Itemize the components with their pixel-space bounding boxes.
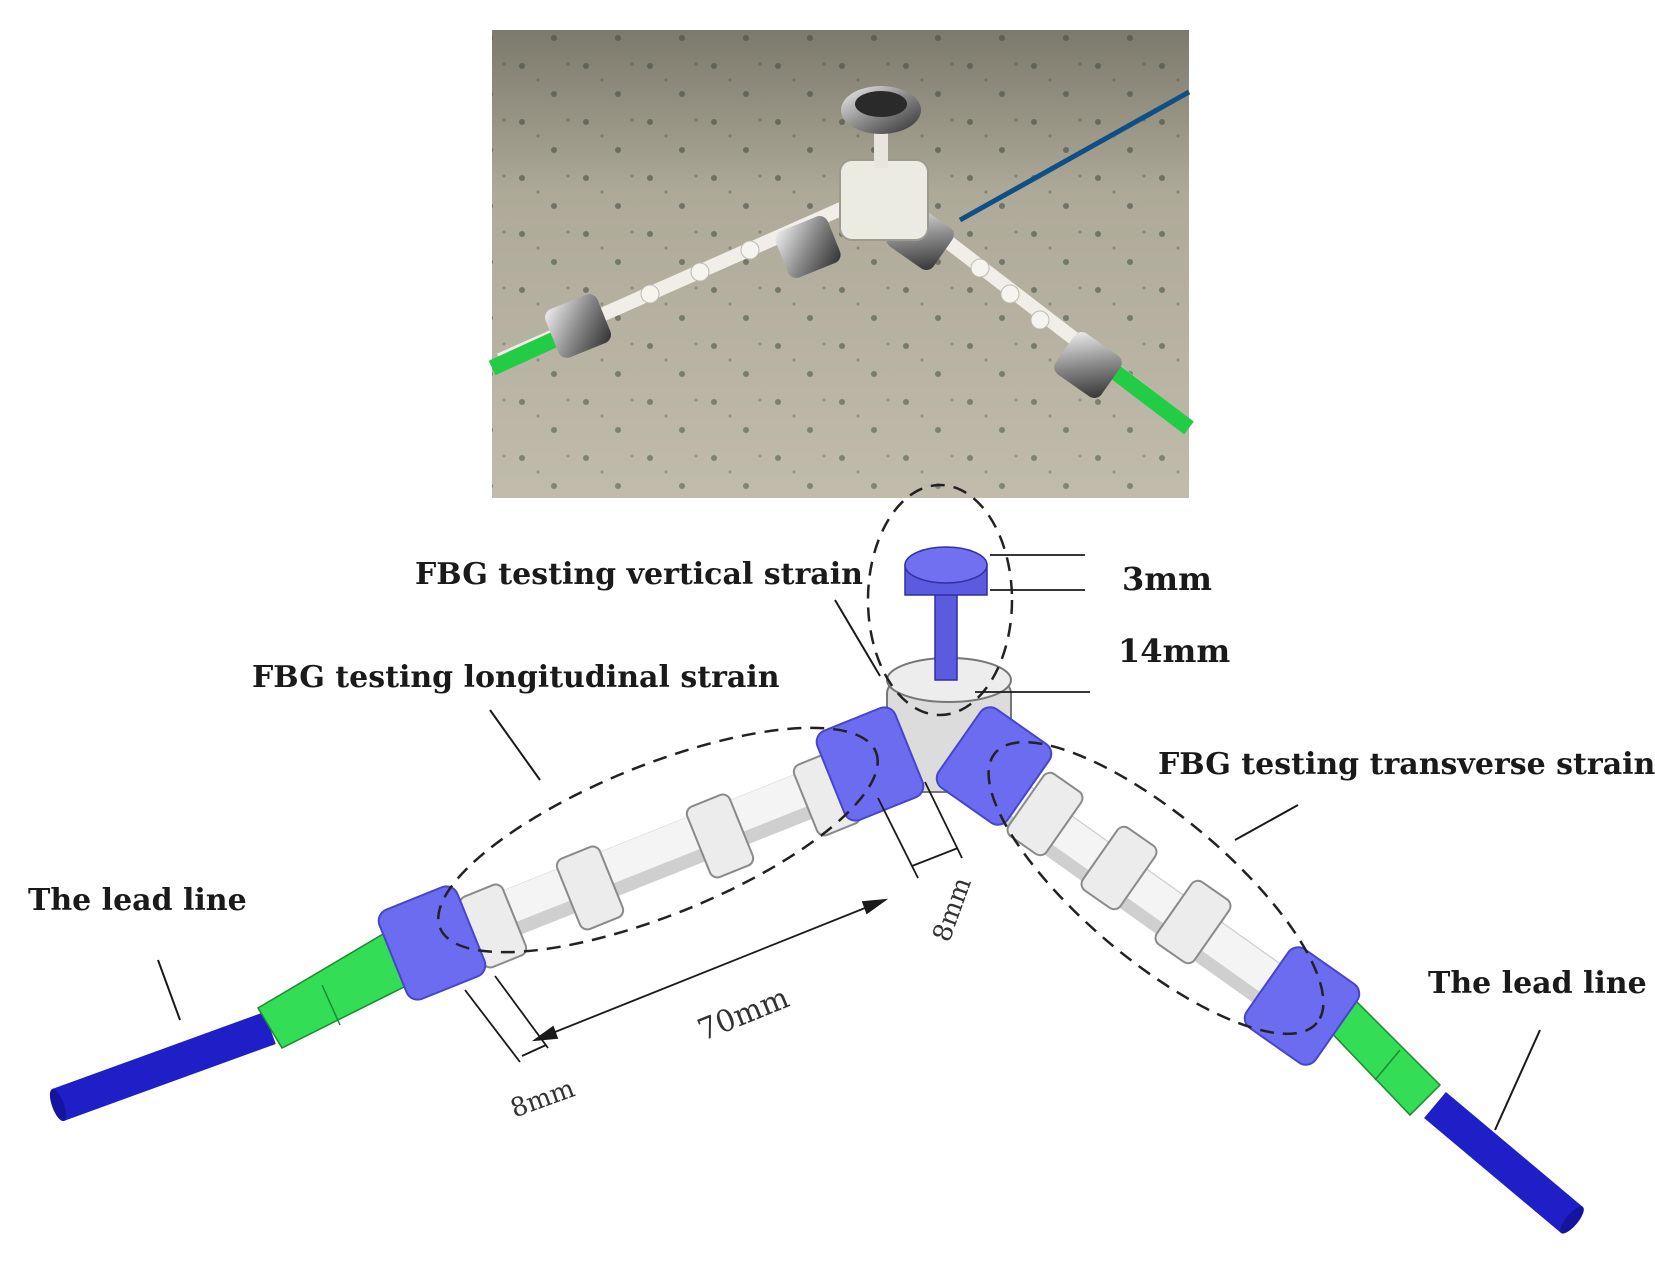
photo-cable [958,89,1191,223]
dimension-lines [464,554,1090,1063]
dim-cap-height: 3mm [1122,560,1212,598]
vertical-post [934,589,958,681]
dim-sleeve-center: 8mm [927,874,978,946]
label-longitudinal-strain: FBG testing longitudinal strain [252,660,780,695]
grouping-outlines [437,483,1325,1036]
photo-cap-top [855,91,907,117]
text-labels: FBG testing vertical strain FBG testing … [28,557,1655,1124]
dim-span: 70mm [693,980,794,1048]
fiber-jacket-right [1424,1091,1583,1234]
dim-post-height: 14mm [1118,632,1230,670]
fiber-jacket-left [52,1012,276,1121]
label-lead-line-left: The lead line [28,883,247,918]
photo-connector-right [1105,361,1194,435]
photo-ring [545,294,611,358]
fiber-jacket-end-right [1560,1206,1584,1234]
photo-ring [775,216,841,278]
vertical-cap [904,546,988,584]
label-lead-line-right: The lead line [1428,966,1647,1001]
sleeves [377,706,1361,1066]
photo-connector-left [488,329,564,376]
fiber-jacket-end-left [49,1088,67,1122]
dim-sleeve-left: 8mm [507,1074,579,1125]
collars-left [458,751,862,969]
label-vertical-strain: FBG testing vertical strain [415,557,863,592]
collars-right [1006,771,1232,965]
photo-hub [839,159,929,241]
photo-ring [1054,331,1122,399]
leader-lines [157,599,1541,1131]
label-transverse-strain: FBG testing transverse strain [1158,747,1655,782]
sensor-model [49,483,1584,1234]
sensor-photo [488,30,1194,498]
